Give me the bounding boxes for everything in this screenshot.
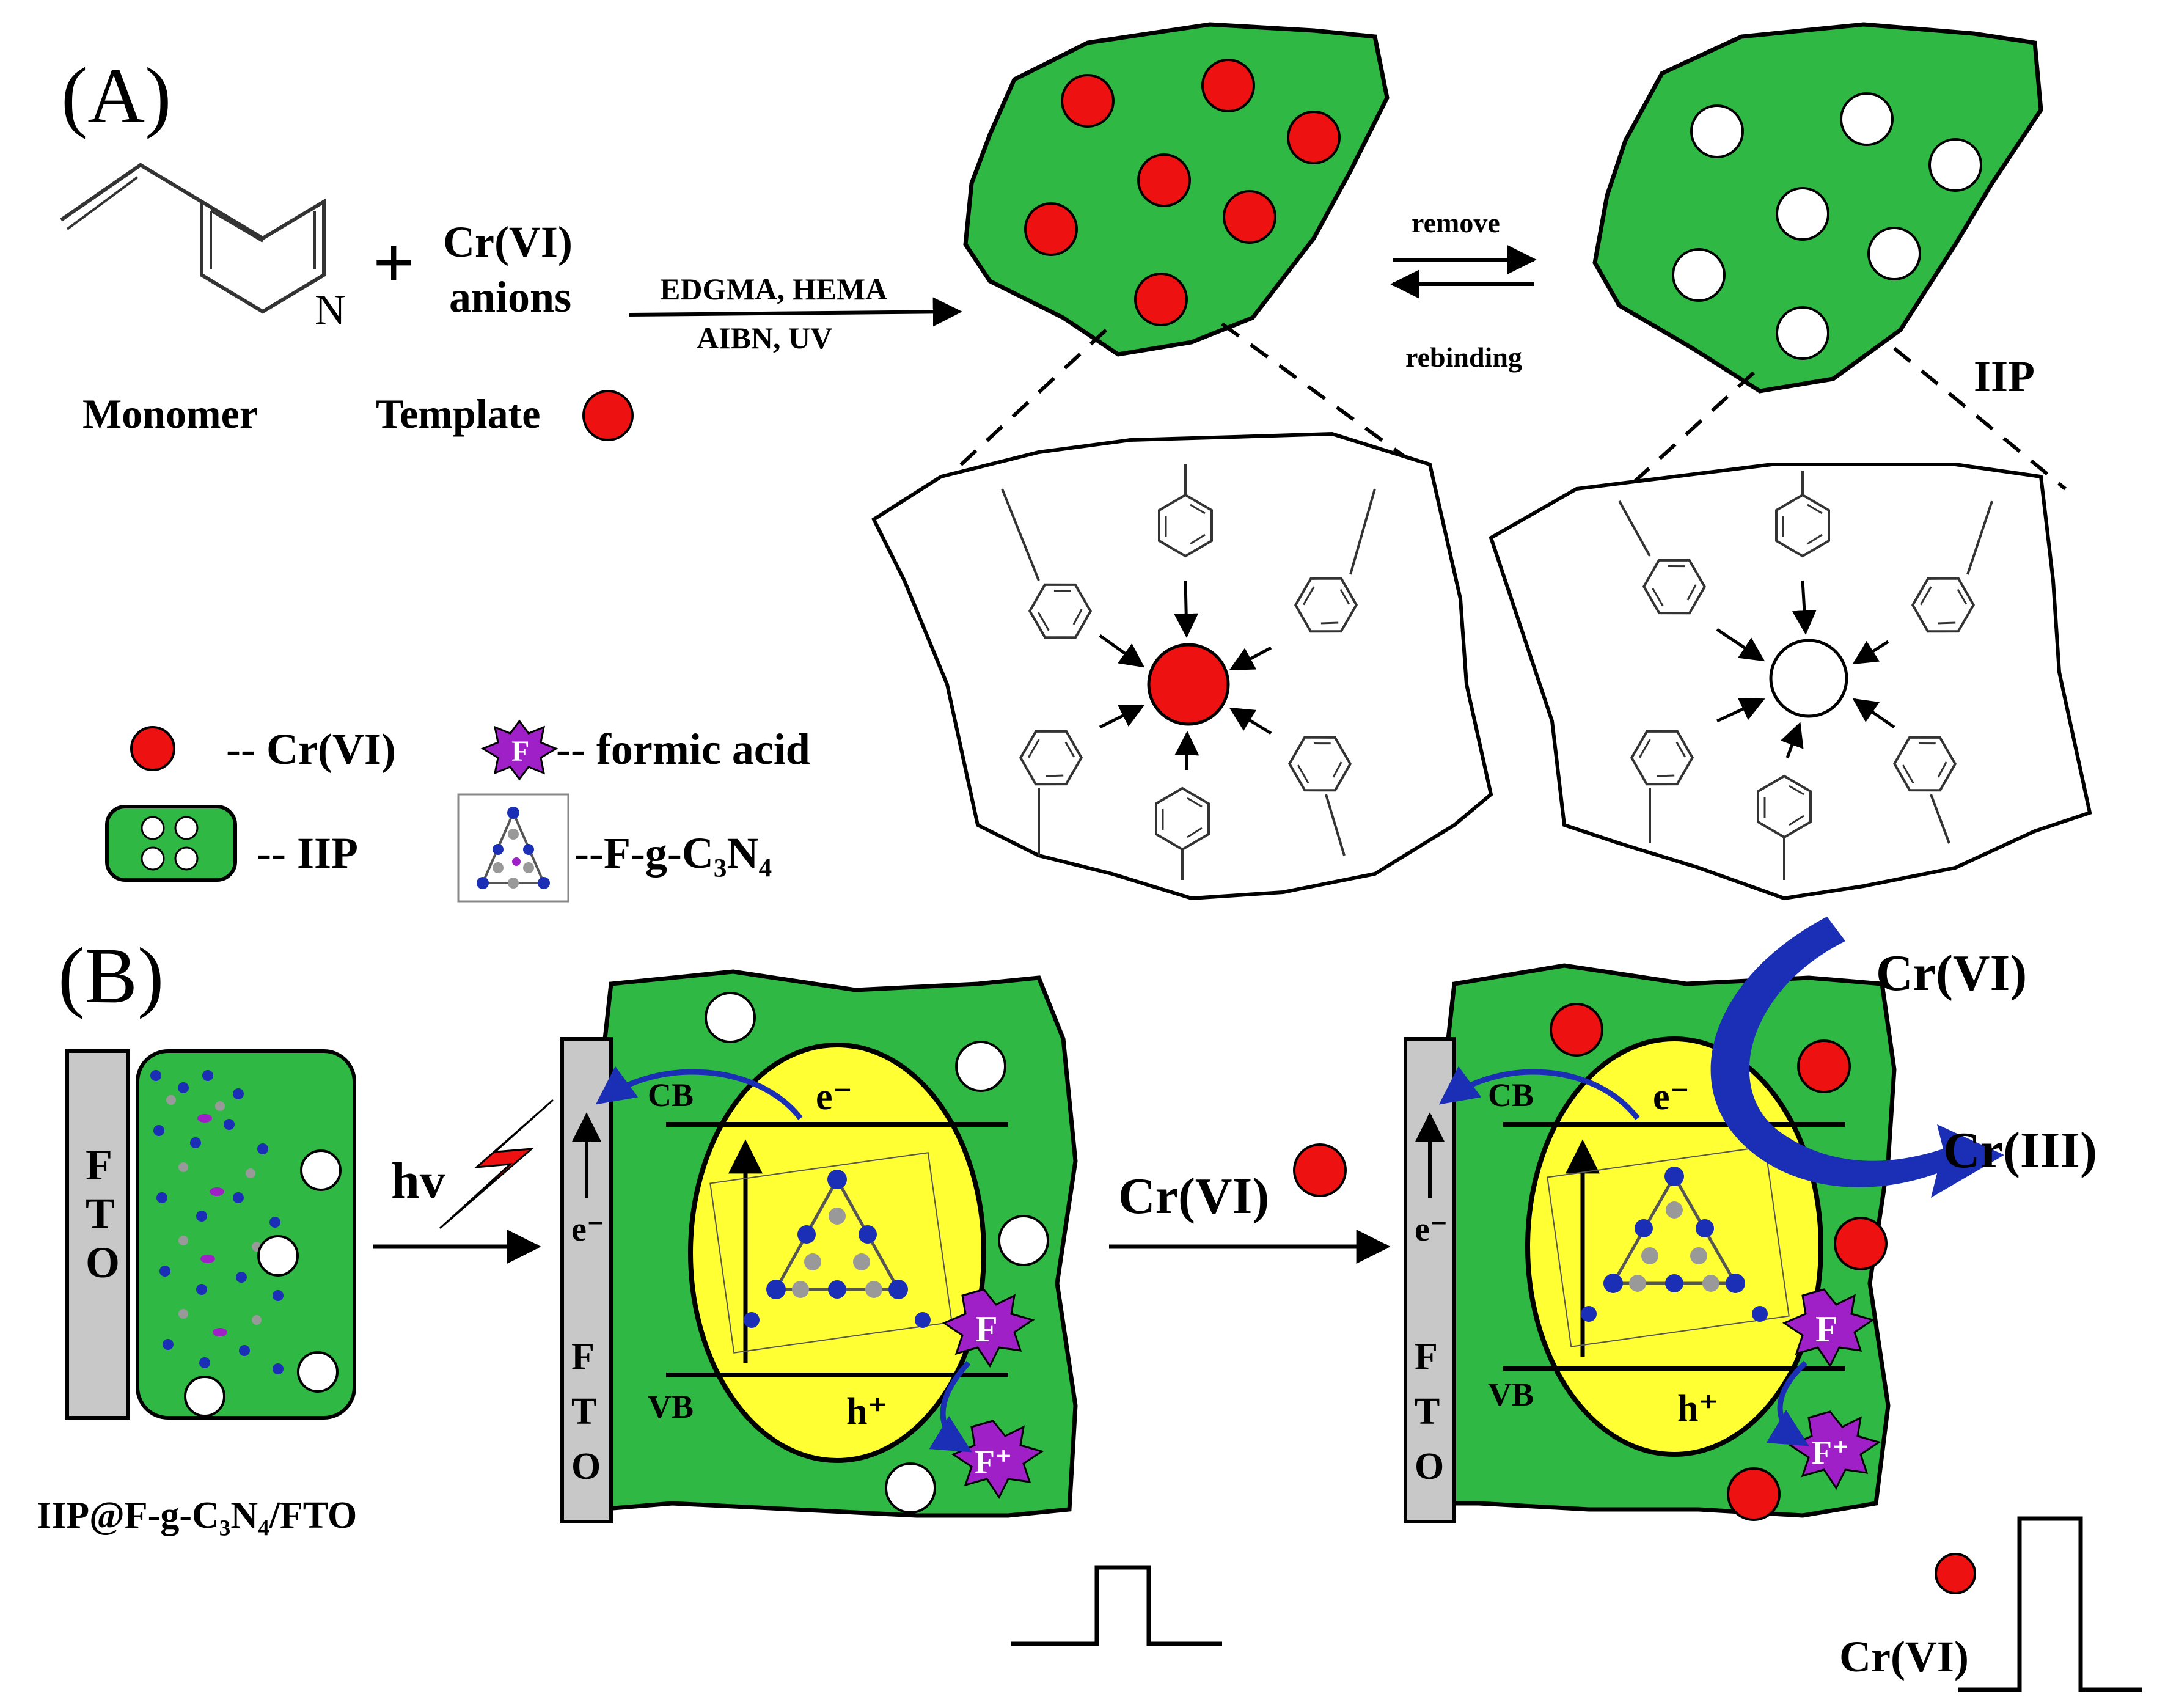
electron-transfer-arrow-3 [1438, 1066, 1640, 1120]
monomer-structure [60, 163, 326, 314]
fto1-letter-t: T [86, 1189, 115, 1238]
fto2-letter-t: T [571, 1391, 596, 1432]
vb-label-2: VB [648, 1388, 694, 1425]
plus-sign: + [373, 222, 414, 303]
lightning-bolt [439, 1099, 554, 1230]
formic-star-2 [942, 1288, 1035, 1368]
rebinding-label: rebinding [1405, 342, 1522, 373]
cb-label-2: CB [648, 1077, 694, 1113]
template-label: Template [376, 390, 540, 437]
synthesis-arrow [629, 297, 962, 327]
oxidation-arrow-3 [1766, 1360, 1809, 1446]
photocurrent-pulse-small [1011, 1565, 1222, 1646]
photocurrent-pulse-large [1958, 1516, 2142, 1692]
hole-label-3: h⁺ [1677, 1388, 1718, 1429]
reagents-bottom: AIBN, UV [697, 321, 832, 355]
fto3-letter-o: O [1415, 1446, 1444, 1487]
legend-crvi-label: -- Cr(VI) [226, 725, 396, 774]
template-line2: anions [449, 273, 571, 321]
legend-formic-label: -- formic acid [556, 725, 810, 774]
bound-crvi-3 [1550, 1003, 1888, 1521]
iip-cavities-2 [705, 992, 1049, 1514]
cb-label-3: CB [1488, 1077, 1534, 1113]
fto1-letter-o: O [86, 1238, 120, 1287]
fto-plate-1 [65, 1049, 130, 1420]
electron-label-2: e⁻ [816, 1076, 852, 1118]
fto3-electron: e⁻ [1415, 1211, 1448, 1248]
legend-formic-star [480, 719, 558, 781]
criii-out-label: Cr(III) [1943, 1122, 2097, 1179]
crvi-small-label: Cr(VI) [1839, 1632, 1969, 1681]
crvi-in-label: Cr(VI) [1876, 945, 2027, 1002]
panel-b-label: (B) [58, 932, 164, 1020]
electron-label-3: e⁻ [1653, 1076, 1690, 1118]
remove-label: remove [1412, 207, 1500, 238]
fto2-letter-f: F [571, 1336, 595, 1377]
formic-star-3 [1782, 1288, 1875, 1368]
formic-oxidized-2: F⁺ [975, 1443, 1013, 1480]
fto3-letter-t: T [1415, 1391, 1440, 1432]
formic-symbol-2: F [975, 1309, 998, 1349]
monomer-nitrogen: N [315, 287, 346, 334]
crvi-small-dot [1935, 1553, 1976, 1594]
fgcn-layer-1 [150, 1070, 284, 1374]
template-dots [1024, 59, 1341, 326]
legend-iip-holes [141, 816, 199, 871]
hole-label-2: h⁺ [846, 1391, 887, 1432]
legend-iip-shape [105, 805, 237, 882]
iip-label: IIP [1974, 352, 2035, 401]
crvi-arrow-dot [1293, 1143, 1347, 1197]
legend-formic-symbol: F [511, 735, 529, 768]
reduction-arrow [1710, 917, 2004, 1198]
legend-crvi-dot [130, 726, 175, 771]
electrode-label: IIP@F-g-C₃N₄/FTO [37, 1495, 357, 1536]
legend-fgcn-structure [477, 807, 550, 889]
binding-site-zoom-filled [871, 431, 1493, 901]
vb-label-3: VB [1488, 1376, 1534, 1413]
crvi-arrow-label: Cr(VI) [1118, 1168, 1269, 1225]
panel-a-label: (A) [61, 52, 171, 140]
fto2-letter-o: O [571, 1446, 601, 1487]
iip-film-1-cavities [184, 1149, 342, 1417]
formic-symbol-3: F [1815, 1309, 1838, 1349]
hv-label: hv [391, 1153, 445, 1209]
template-line1: Cr(VI) [443, 218, 573, 266]
fgcn-structure-2 [709, 1152, 953, 1354]
cavity-dots [1672, 92, 1982, 360]
binding-site-zoom-empty [1489, 463, 2092, 901]
legend-iip-label: -- IIP [257, 829, 358, 878]
monomer-label: Monomer [82, 390, 258, 437]
fgcn-structure-3 [1547, 1146, 1790, 1347]
oxidation-arrow-2 [929, 1360, 972, 1453]
electron-transfer-arrow-2 [595, 1066, 803, 1120]
semiconductor-2 [688, 1043, 986, 1463]
reagents-top: EDGMA, HEMA [660, 272, 887, 306]
template-dot [582, 390, 634, 441]
fto2-electron: e⁻ [571, 1211, 604, 1248]
fto3-letter-f: F [1415, 1336, 1438, 1377]
fto1-letter-f: F [86, 1140, 112, 1189]
formic-oxidized-3: F⁺ [1812, 1434, 1850, 1471]
legend-fgcn-label: --F-g-C₃N₄ [574, 829, 772, 878]
